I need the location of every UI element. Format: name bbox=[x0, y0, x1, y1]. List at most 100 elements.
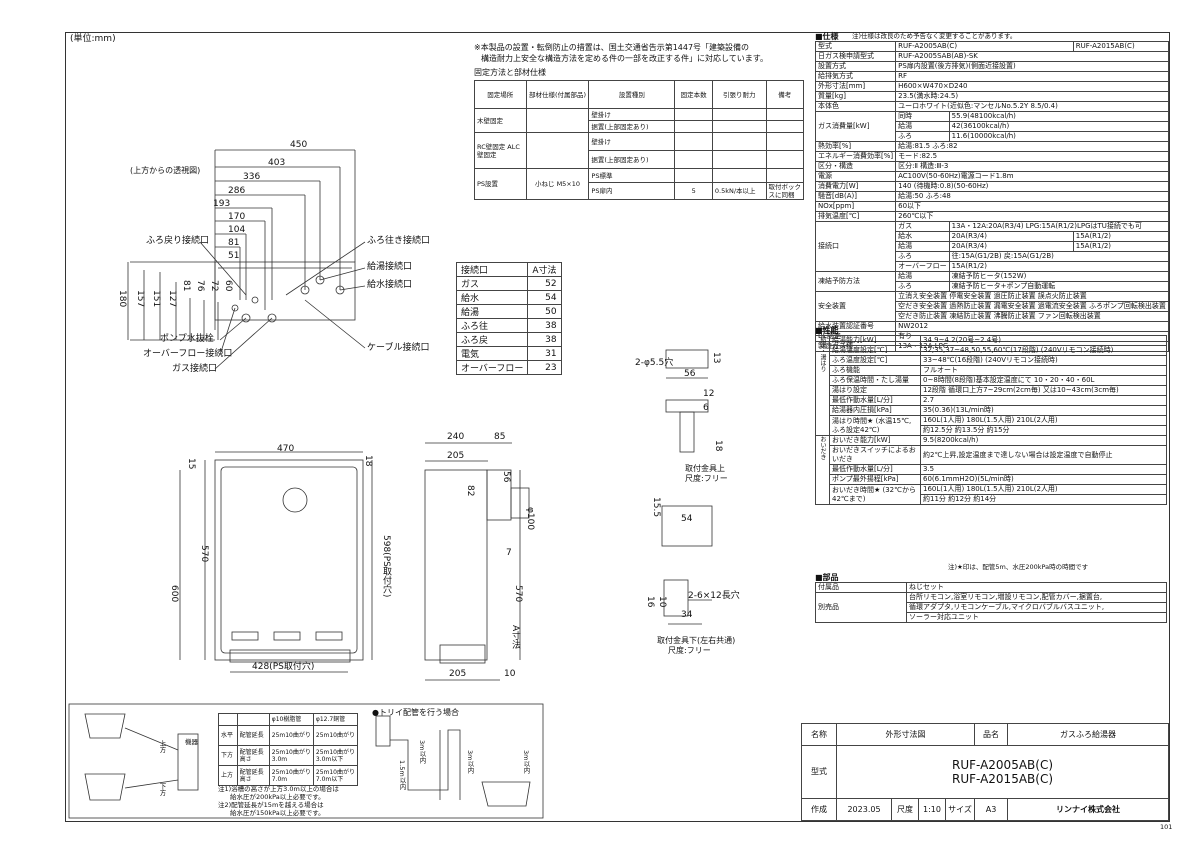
tb-model-label: 型式 bbox=[801, 744, 837, 800]
parts-value: 循環アダプタ,リモコンケーブル,マイクロバブルバスユニット, bbox=[906, 602, 1167, 613]
perf-value: 約11分 約12分 約14分 bbox=[920, 494, 1167, 505]
pipe-cell: 水平 bbox=[218, 725, 238, 746]
tb-scale-label: 尺度 bbox=[891, 798, 919, 821]
conn-cell: 54 bbox=[527, 290, 562, 305]
dim-51: 51 bbox=[228, 251, 240, 261]
bracket-top-scale: 尺度:フリー bbox=[685, 474, 728, 483]
conn-cell: 給水 bbox=[455, 290, 529, 305]
tb-size: A3 bbox=[974, 798, 1008, 821]
parts-value: ねじセット bbox=[906, 582, 1167, 593]
spec-sublabel: ふろ bbox=[895, 251, 950, 262]
perf-value: 2.7 bbox=[920, 395, 1167, 406]
perf-label: ふろ保温時間・たし湯量 bbox=[829, 375, 921, 386]
bracket-155: 15.5 bbox=[651, 497, 661, 518]
spec-value: 15A(R1/2) bbox=[948, 261, 1169, 272]
spec-value: PS扉内設置(後方排気)(側面近接設置) bbox=[895, 61, 1169, 72]
fix-cell: 取付ボックスに同梱 bbox=[765, 182, 804, 200]
pipe-note-2b: 給水圧が150kPa以上必要です。 bbox=[230, 809, 325, 817]
side-A: A寸法 bbox=[510, 625, 520, 650]
bracket-hole: 2-φ5.5穴 bbox=[635, 358, 674, 368]
front-w: 470 bbox=[277, 444, 295, 454]
tb-company: リンナイ株式会社 bbox=[1007, 798, 1169, 821]
tb-item-value: ガスふろ給湯器 bbox=[1007, 723, 1169, 746]
conn-cell: 50 bbox=[527, 304, 562, 319]
callout-cable: ケーブル接続口 bbox=[367, 343, 430, 353]
spec-value: 給湯:81.5 ふろ:82 bbox=[895, 141, 1169, 152]
spec-value: 23.5(満水時:24.5) bbox=[895, 91, 1169, 102]
perf-label: ふろ機能 bbox=[829, 365, 921, 376]
pipe-down-label: 下方 bbox=[158, 783, 166, 796]
front-ps-bottom: 428(PS取付穴) bbox=[252, 662, 315, 672]
pipe-cell: 配管延長 bbox=[236, 725, 270, 746]
spec-value: 空だき安全装置 過熱防止装置 漏電安全装置 過電流安全装置 ふろポンプ回転検出装… bbox=[895, 301, 1169, 312]
callout-overflow: オーバーフロー接続口 bbox=[143, 349, 233, 359]
bracket-bottom-scale: 尺度:フリー bbox=[668, 646, 711, 655]
fix-cell: RC壁固定 ALC壁固定 bbox=[474, 132, 527, 169]
fix-cell: 壁掛け bbox=[588, 132, 676, 151]
trap-h4: 3m以内 bbox=[522, 750, 530, 774]
spec-value: NW2012 bbox=[895, 321, 1169, 332]
spec-label: 消費電力[W] bbox=[814, 181, 897, 192]
spec-value: 凍結予防ヒータ(152W) bbox=[948, 271, 1169, 282]
perf-value: 約2℃上昇,設定温度まで達しない場合は設定温度で自動停止 bbox=[920, 445, 1167, 465]
fix-header: 引張り耐力 bbox=[711, 80, 767, 109]
spec-sublabel: 給水 bbox=[895, 231, 950, 242]
pipe-cell: 配管延長 高さ bbox=[236, 765, 270, 786]
vdim-127: 127 bbox=[167, 290, 177, 308]
conn-cell: 電気 bbox=[455, 346, 529, 361]
spec-value: 15A(R1/2) bbox=[1072, 241, 1169, 252]
pipe-cell: 25m10曲がり 7.0m bbox=[268, 765, 314, 786]
spec-value: RF bbox=[895, 71, 1169, 82]
spec-value: RUF-A2015AB(C) bbox=[1072, 41, 1169, 52]
spec-label: エネルギー消費効率[%] bbox=[814, 151, 897, 162]
spec-value: 空だき防止装置 凍結防止装置 沸騰防止装置 ファン回転検出装置 bbox=[895, 311, 1169, 322]
conn-cell: 38 bbox=[527, 332, 562, 347]
tb-date: 2023.05 bbox=[836, 798, 892, 821]
dim-81: 81 bbox=[228, 238, 240, 248]
fixing-title: 固定方法と部材仕様 bbox=[474, 68, 546, 77]
perf-group: 給湯・湯はり bbox=[815, 335, 830, 436]
spec-value: 60以下 bbox=[895, 201, 1169, 212]
perf-label: 給湯温度設定[℃] bbox=[829, 345, 921, 356]
tb-size-label: サイズ bbox=[945, 798, 975, 821]
bracket-slot: 2-6×12長穴 bbox=[688, 591, 740, 601]
fix-cell: 小ねじ M5×10 bbox=[525, 168, 590, 200]
conn-cell: ふろ戻 bbox=[455, 332, 529, 347]
conn-cell: オーバーフロー bbox=[455, 360, 529, 375]
trap-h3: 3m以内 bbox=[466, 750, 474, 774]
spec-sublabel: ふろ bbox=[895, 131, 950, 142]
front-18: 18 bbox=[363, 455, 373, 467]
spec-value: 凍結予防ヒータ+ポンプ自動運転 bbox=[948, 281, 1169, 292]
fix-header: 備考 bbox=[765, 80, 804, 109]
bracket-18: 18 bbox=[713, 440, 723, 452]
install-note-1: ※本製品の設置・転倒防止の措置は、国土交通省告示第1447号「建築設備の bbox=[474, 43, 750, 52]
tb-model-2: RUF-A2015AB(C) bbox=[951, 771, 1054, 786]
dim-170: 170 bbox=[228, 212, 246, 222]
perf-label: ポンプ最外揚程[kPa] bbox=[829, 474, 921, 485]
perf-title: ■性能 bbox=[815, 326, 839, 335]
pipe-cell: 25m10曲がり bbox=[312, 725, 359, 746]
spec-sublabel: オーバーフロー bbox=[895, 261, 950, 272]
spec-value: 給湯:50 ふろ:48 bbox=[895, 191, 1169, 202]
front-ps: 598(PS取付穴) bbox=[381, 535, 391, 598]
vdim-157: 157 bbox=[135, 290, 145, 308]
callout-water-in: 給水接続口 bbox=[367, 280, 413, 290]
spec-value: H600×W470×D240 bbox=[895, 81, 1169, 92]
bracket-16: 16 bbox=[645, 596, 655, 608]
tb-name-label: 名称 bbox=[801, 723, 837, 746]
perf-label: 最低作動水量[L/分] bbox=[829, 395, 921, 406]
spec-value: 20A(R3/4) bbox=[948, 241, 1074, 252]
perf-value: 9.5(8200kcal/h) bbox=[920, 435, 1167, 446]
conn-cell: ガス bbox=[455, 276, 529, 291]
fix-header: 部材仕様(付属部品) bbox=[525, 80, 590, 109]
spec-value: 立消え安全装置 停電安全装置 過圧防止装置 誤点火防止装置 bbox=[895, 291, 1169, 302]
spec-label: 設置方式 bbox=[814, 61, 897, 72]
page-number: 101 bbox=[1160, 823, 1173, 831]
side-570: 570 bbox=[513, 585, 523, 603]
spec-label: 凍結予防方法 bbox=[814, 271, 897, 292]
perf-label: 給湯器内圧損[kPa] bbox=[829, 405, 921, 416]
spec-label: ガス消費量[kW] bbox=[814, 111, 897, 142]
fix-cell: PS扉内 bbox=[588, 182, 676, 200]
spec-value: 20A(R3/4) bbox=[948, 231, 1074, 242]
